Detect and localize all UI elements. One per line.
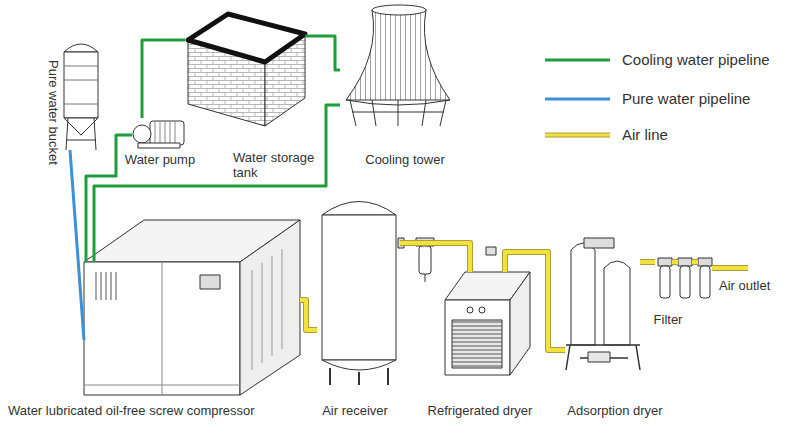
cooling-water-pipe	[142, 40, 185, 118]
outlet-label: Air outlet	[719, 278, 770, 293]
water-bucket: Pure water bucket	[62, 40, 100, 150]
component-label: Water storage tank	[233, 150, 328, 180]
component-label: Filter	[654, 312, 683, 327]
component-label: Air receiver	[322, 403, 388, 418]
filter-group: Filter	[655, 255, 715, 305]
legend-text: Air line	[622, 126, 668, 144]
water-pump: Water pump	[132, 118, 188, 150]
component-label: Water lubricated oil-free screw compress…	[8, 403, 255, 418]
cooling-tower: Cooling tower	[340, 5, 455, 130]
pure-water-pipe	[70, 150, 84, 340]
component-label: Water pump	[125, 152, 195, 167]
cooling-water-pipe	[94, 105, 340, 262]
air-pipe	[400, 243, 470, 272]
air-pipe	[505, 252, 565, 350]
storage-tank: Water storage tank	[185, 12, 305, 130]
air-pipe	[640, 262, 655, 263]
screw-compressor: Water lubricated oil-free screw compress…	[84, 262, 300, 395]
component-label: Refrigerated dryer	[428, 403, 533, 418]
refrigerated-dryer: Refrigerated dryer	[445, 272, 530, 375]
air-receiver: Air receiver	[317, 195, 400, 385]
legend-text: Cooling water pipeline	[622, 51, 770, 69]
component-label: Pure water bucket	[46, 60, 61, 165]
component-label: Cooling tower	[365, 152, 445, 167]
cooling-water-pipe	[305, 36, 340, 70]
component-label: Adsorption dryer	[567, 403, 662, 418]
air-pipe	[300, 300, 317, 330]
legend-text: Pure water pipeline	[622, 90, 750, 108]
adsorption-dryer: Adsorption dryer	[565, 230, 640, 370]
